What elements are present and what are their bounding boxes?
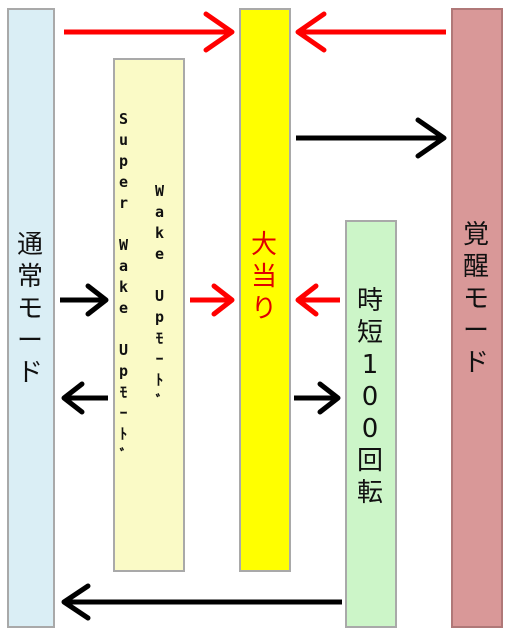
- label-char: ー: [17, 326, 44, 356]
- jackpot-label: 大当り: [251, 232, 277, 328]
- arrow-super-to-jackpot: [190, 283, 235, 317]
- jackpot-box: 大当り: [239, 8, 291, 572]
- arrow-normal-to-jackpot: [64, 11, 235, 53]
- label-char: 時: [357, 286, 384, 316]
- label-char: 1: [361, 350, 379, 380]
- label-char: ー: [463, 316, 490, 346]
- label-char: U: [119, 341, 129, 359]
- label-char: W: [119, 236, 129, 254]
- label-char: W: [155, 182, 165, 200]
- label-char: 醒: [463, 252, 490, 282]
- normal-mode-box: 通常モード: [7, 8, 55, 628]
- label-char: a: [119, 257, 129, 275]
- label-char: p: [155, 308, 165, 326]
- label-char: a: [155, 203, 165, 221]
- label-char: S: [119, 110, 129, 128]
- label-char: r: [119, 194, 129, 212]
- label-char: 当: [251, 262, 278, 292]
- normal-mode-label: 通常モード: [17, 232, 43, 392]
- kakusei-mode-box: 覚醒モード: [451, 8, 503, 628]
- label-char: モ: [17, 294, 44, 324]
- label-char: 常: [17, 262, 44, 292]
- kakusei-mode-label: 覚醒モード: [463, 222, 489, 382]
- label-char: ﾓ: [119, 383, 128, 401]
- label-char: ﾄ: [119, 425, 128, 443]
- label-char: e: [119, 299, 129, 317]
- label-char: 大: [251, 230, 278, 260]
- label-char: ﾞ: [119, 446, 128, 464]
- label-char: 回: [357, 446, 384, 476]
- arrow-kakusei-to-jackpot: [295, 11, 446, 53]
- label-char: 短: [357, 318, 384, 348]
- arrow-normal-to-super: [60, 283, 109, 317]
- label-char: ﾓ: [155, 329, 164, 347]
- label-char: U: [155, 287, 165, 305]
- label-char: p: [119, 152, 129, 170]
- arrow-jackpot-to-kakusei: [296, 117, 447, 159]
- label-char: 転: [357, 478, 384, 508]
- label-char: ﾞ: [155, 392, 164, 410]
- label-char: 0: [361, 414, 379, 444]
- arrow-jackpot-to-jitan: [294, 381, 341, 415]
- label-char: ｰ: [155, 350, 164, 368]
- label-char: 0: [361, 382, 379, 412]
- arrow-jitan-to-normal: [61, 583, 342, 621]
- label-char: り: [251, 294, 278, 324]
- label-char: e: [119, 173, 129, 191]
- arrow-jitan-to-jackpot: [295, 283, 340, 317]
- label-char: k: [119, 278, 129, 296]
- label-char: モ: [463, 284, 490, 314]
- label-char: e: [155, 245, 165, 263]
- label-char: 覚: [463, 220, 490, 250]
- label-char: 通: [17, 230, 44, 260]
- label-char: ｰ: [119, 404, 128, 422]
- label-char: ド: [17, 358, 44, 388]
- label-char: ド: [463, 348, 490, 378]
- label-char: k: [155, 224, 165, 242]
- label-char: ﾄ: [155, 371, 164, 389]
- label-char: u: [119, 131, 129, 149]
- label-char: p: [119, 362, 129, 380]
- arrow-super-to-normal: [61, 381, 108, 415]
